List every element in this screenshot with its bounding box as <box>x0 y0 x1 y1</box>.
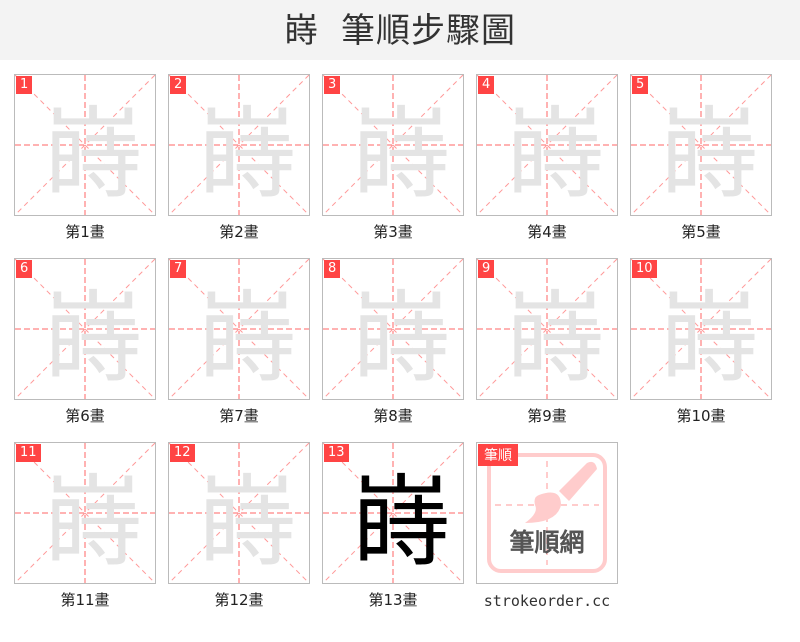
stroke-step-cell[interactable]: 3 嵵 <box>322 74 464 216</box>
guide-grid <box>323 75 463 215</box>
step-label: 第5畫 <box>681 223 721 241</box>
guide-grid <box>15 259 155 399</box>
character-glyph: 嵵 <box>197 103 297 207</box>
step-number: 8 <box>324 260 341 278</box>
step-number: 12 <box>170 444 195 462</box>
stroke-step-cell[interactable]: 8 嵵 <box>322 258 464 400</box>
step-label: 第9畫 <box>527 407 567 425</box>
character-glyph: 嵵 <box>351 287 451 391</box>
step-label: 第4畫 <box>527 223 567 241</box>
guide-grid <box>477 259 617 399</box>
stroke-step-cell[interactable]: 2 嵵 <box>168 74 310 216</box>
step-label: 第8畫 <box>373 407 413 425</box>
character-glyph: 嵵 <box>197 471 297 575</box>
step-label: 第11畫 <box>60 591 110 609</box>
stroke-step-cell[interactable]: 1 嵵 <box>14 74 156 216</box>
step-number: 9 <box>478 260 495 278</box>
stroke-step-cell[interactable]: 9 嵵 <box>476 258 618 400</box>
step-number: 6 <box>16 260 33 278</box>
stroke-step-cell[interactable]: 13 嵵 <box>322 442 464 584</box>
step-label: 第10畫 <box>676 407 726 425</box>
character-glyph: 嵵 <box>43 103 143 207</box>
character-glyph: 嵵 <box>43 287 143 391</box>
stroke-step-cell[interactable]: 7 嵵 <box>168 258 310 400</box>
step-number: 7 <box>170 260 187 278</box>
guide-grid <box>15 443 155 583</box>
character-glyph: 嵵 <box>659 287 759 391</box>
stroke-step-cell[interactable]: 10 嵵 <box>630 258 772 400</box>
step-label: 第3畫 <box>373 223 413 241</box>
character-glyph: 嵵 <box>505 103 605 207</box>
step-number: 11 <box>16 444 41 462</box>
guide-grid <box>15 75 155 215</box>
step-label: 第6畫 <box>65 407 105 425</box>
header-character: 嵵 <box>284 11 319 51</box>
guide-grid <box>169 259 309 399</box>
guide-grid <box>631 259 771 399</box>
step-number: 10 <box>632 260 657 278</box>
guide-grid <box>323 259 463 399</box>
step-label: 第7畫 <box>219 407 259 425</box>
step-label: 第12畫 <box>214 591 264 609</box>
logo-name: 筆順網 <box>509 528 584 557</box>
character-glyph: 嵵 <box>659 103 759 207</box>
guide-grid <box>169 75 309 215</box>
step-number: 3 <box>324 76 341 94</box>
step-number: 2 <box>170 76 187 94</box>
step-label: 第2畫 <box>219 223 259 241</box>
step-number: 5 <box>632 76 649 94</box>
character-glyph: 嵵 <box>505 287 605 391</box>
guide-grid <box>169 443 309 583</box>
step-number: 4 <box>478 76 495 94</box>
guide-grid <box>323 443 463 583</box>
stroke-step-cell[interactable]: 5 嵵 <box>630 74 772 216</box>
step-label: 第1畫 <box>65 223 105 241</box>
character-glyph: 嵵 <box>43 471 143 575</box>
logo-tile[interactable]: 筆順 筆順網 <box>476 442 618 584</box>
page-title: 筆順步驟圖 <box>341 11 516 51</box>
site-url[interactable]: strokeorder.cc <box>483 592 611 610</box>
stroke-step-cell[interactable]: 11 嵵 <box>14 442 156 584</box>
logo-tag: 筆順 <box>478 444 518 466</box>
stroke-step-cell[interactable]: 4 嵵 <box>476 74 618 216</box>
step-number: 13 <box>324 444 349 462</box>
character-glyph: 嵵 <box>351 471 451 575</box>
step-number: 1 <box>16 76 33 94</box>
page-header: 嵵筆順步驟圖 <box>0 0 800 60</box>
guide-grid <box>631 75 771 215</box>
character-glyph: 嵵 <box>351 103 451 207</box>
character-glyph: 嵵 <box>197 287 297 391</box>
guide-grid <box>477 75 617 215</box>
stroke-step-cell[interactable]: 6 嵵 <box>14 258 156 400</box>
brush-logo-icon: 筆順網 <box>487 453 607 573</box>
step-label: 第13畫 <box>368 591 418 609</box>
stroke-step-cell[interactable]: 12 嵵 <box>168 442 310 584</box>
